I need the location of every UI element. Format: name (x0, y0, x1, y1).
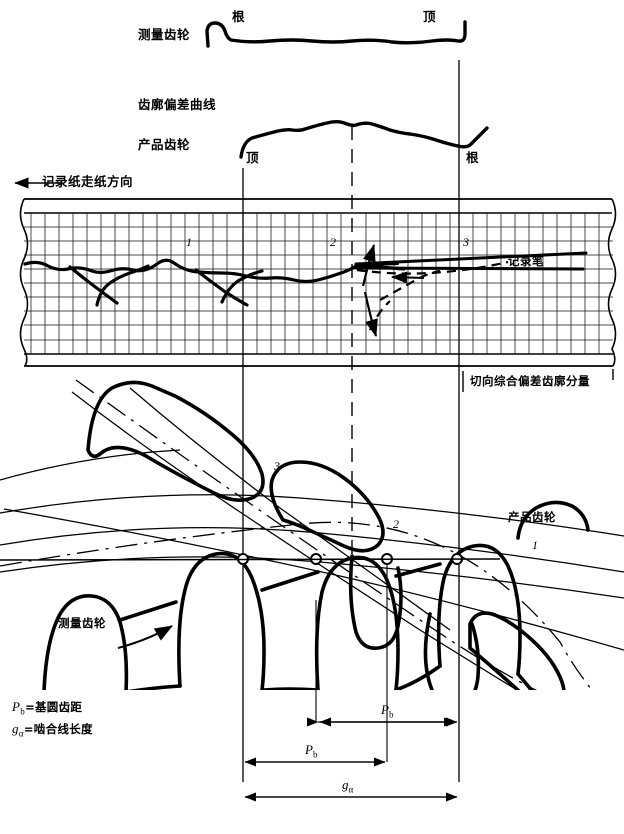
paper-direction-label: 记录纸走纸方向 (42, 174, 134, 189)
caption-bracket (462, 369, 614, 392)
mesh-marker-1: 1 (532, 538, 538, 552)
measuring-gear-trace (205, 20, 467, 48)
trace-root-mark: 根 (232, 9, 246, 24)
profile-tip-mark: 顶 (246, 150, 260, 165)
dim-label-pb-right: Pb (381, 702, 394, 720)
mesh-measuring-gear-label: 测量齿轮 (58, 616, 106, 630)
measuring-gear-trace-label: 测量齿轮 (138, 27, 191, 42)
figure-caption: 切向综合偏差齿廓分量 (470, 374, 590, 388)
profile-root-mark: 根 (466, 150, 480, 165)
line-of-action (3, 387, 624, 690)
legend-row-galpha: gα=啮合线长度 (12, 721, 93, 739)
chart-grid (24, 213, 613, 354)
trace-tip-mark: 顶 (423, 9, 437, 24)
recording-pen-label: 记录笔 (508, 254, 544, 268)
pen-dashed-outline (356, 260, 509, 331)
dimension-lines (244, 717, 458, 802)
dim-label-g-alpha: gα (342, 777, 354, 795)
pen-return-arrow (391, 271, 425, 284)
profile-deviation-trace (239, 120, 489, 159)
chart-marker-2: 2 (330, 235, 336, 249)
measuring-gear-teeth (86, 380, 566, 690)
contact-path-line (0, 558, 501, 561)
dim-label-pb-left: Pb (305, 742, 318, 760)
center-dash-dot-line (0, 379, 593, 690)
mesh-marker-3: 3 (274, 459, 280, 473)
profile-curve-label: 齿廓偏差曲线 (138, 97, 217, 112)
gear-mesh-diagram (0, 379, 624, 690)
product-gear-label: 产品齿轮 (138, 137, 191, 152)
chart-marker-3: 3 (463, 235, 469, 249)
measuring-gear-rotation-arrow (117, 625, 173, 649)
mesh-marker-2: 2 (393, 517, 399, 531)
chart-recorded-trace (23, 258, 406, 307)
recording-paper-strip (19, 198, 617, 367)
chart-marker-1: 1 (186, 235, 192, 249)
mesh-product-gear-label: 产品齿轮 (508, 510, 556, 524)
product-gear-teeth (42, 500, 590, 690)
legend-row-pb: Pb=基圆齿距 (12, 699, 83, 717)
